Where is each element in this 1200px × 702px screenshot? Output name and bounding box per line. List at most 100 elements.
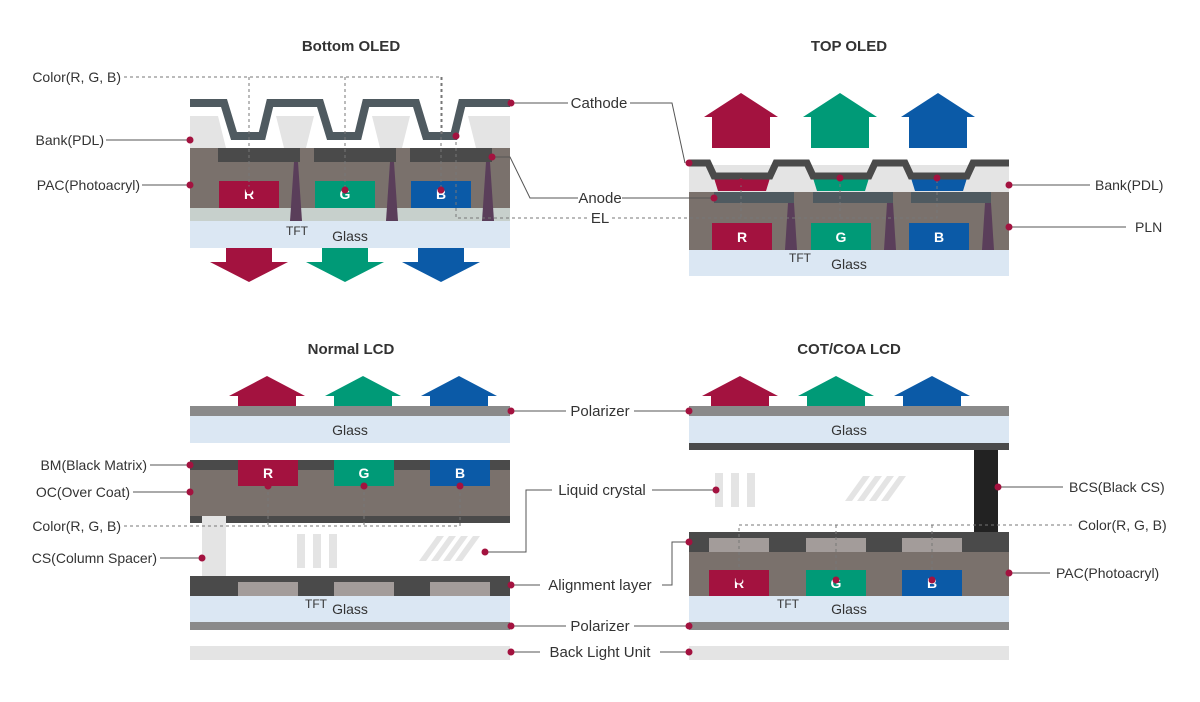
label-liquid-crystal: Liquid crystal: [558, 482, 646, 499]
label-bank-pdl-top-oled: Bank(PDL): [1095, 177, 1163, 193]
callout-leader-line: [662, 541, 689, 586]
pixel-electrode: [709, 538, 769, 552]
tft-label: TFT: [305, 597, 328, 611]
callout-dot: [507, 407, 515, 415]
column-spacer: [202, 516, 226, 576]
callout-dot: [186, 181, 194, 189]
label-black-matrix: BM(Black Matrix): [40, 457, 147, 473]
back-light-unit: [689, 646, 1009, 660]
emission-arrow-green: [325, 376, 401, 406]
callout-dot: [710, 194, 718, 202]
callout-dot: [685, 622, 693, 630]
callout-dot: [507, 648, 515, 656]
el-blue: [911, 178, 967, 191]
alignment-layer-top: [190, 516, 510, 523]
black-column-spacer: [974, 450, 998, 532]
color-filter-blue: [909, 223, 969, 250]
emission-arrow-red: [210, 248, 288, 282]
pixel-electrode: [334, 582, 394, 596]
color-filter-green: [811, 223, 871, 250]
label-pac-cot-lcd: PAC(Photoacryl): [1056, 565, 1159, 581]
bank-layer: [276, 116, 314, 148]
callout-leader-line: [124, 76, 443, 136]
label-color-rgb-bottom-oled: Color(R, G, B): [32, 69, 121, 85]
callout-dot: [836, 174, 844, 182]
el-green: [813, 178, 869, 191]
callout-dot: [712, 486, 720, 494]
callout-leader-line: [630, 102, 686, 164]
cathode-line: [190, 99, 510, 140]
callout-leader-line: [612, 178, 938, 219]
label-polarizer-bottom: Polarizer: [570, 618, 629, 635]
callout-dot: [685, 648, 693, 656]
anode-strip: [714, 192, 794, 203]
label-anode: Anode: [578, 190, 621, 207]
el-thin-layer: [190, 208, 510, 221]
callout-dot: [685, 159, 693, 167]
liquid-crystal-tilted: [443, 536, 468, 561]
anode-strip: [813, 192, 893, 203]
label-back-light-unit: Back Light Unit: [550, 644, 652, 661]
label-b: B: [436, 186, 446, 202]
glass-layer: [190, 596, 510, 622]
color-filter-red: [712, 223, 772, 250]
label-color-rgb-cot-lcd: Color(R, G, B): [1078, 517, 1167, 533]
callout-leader-line: [455, 136, 588, 219]
callout-dot: [737, 178, 745, 186]
liquid-crystal: [329, 534, 337, 568]
callout-dot: [437, 186, 445, 194]
callout-leader-line: [124, 486, 461, 527]
emission-arrow-blue: [901, 93, 975, 148]
cot-lcd-panel: COT/COA LCD Glass R G B Glass TFT: [689, 341, 1009, 660]
callout-dot: [507, 581, 515, 589]
tft-via: [386, 162, 398, 221]
callout-dot: [186, 461, 194, 469]
callout-dot: [832, 576, 840, 584]
pixel-electrode: [430, 582, 490, 596]
callout-dot: [507, 99, 515, 107]
emission-arrow-green: [306, 248, 384, 282]
tft-via: [982, 203, 994, 250]
tft-label: TFT: [777, 597, 800, 611]
color-filter-green: [334, 460, 394, 486]
callout-dot: [186, 488, 194, 496]
tft-via: [884, 203, 896, 250]
glass-layer: [190, 221, 510, 248]
callout-dot: [245, 186, 253, 194]
alignment-layer-top: [689, 443, 1009, 450]
label-r: R: [737, 229, 747, 245]
liquid-crystal-tilted: [881, 476, 906, 501]
glass-layer: [689, 596, 1009, 622]
label-cathode: Cathode: [571, 95, 628, 112]
label-r: R: [244, 186, 254, 202]
bank-layer: [468, 116, 510, 148]
top-oled-title: TOP OLED: [811, 38, 887, 55]
emission-arrow-blue: [894, 376, 970, 406]
callout-leader-line: [738, 524, 1072, 570]
emission-arrow-red: [704, 93, 778, 148]
anode-strip: [911, 192, 991, 203]
tft-label: TFT: [286, 224, 309, 238]
tft-via: [290, 162, 302, 221]
label-over-coat: OC(Over Coat): [36, 484, 130, 500]
glass-label: Glass: [831, 422, 867, 438]
polarizer-layer: [689, 622, 1009, 630]
liquid-crystal-tilted: [869, 476, 894, 501]
glass-label: Glass: [831, 601, 867, 617]
label-color-rgb-normal-lcd: Color(R, G, B): [32, 518, 121, 534]
callout-dot: [685, 407, 693, 415]
callout-dot: [360, 482, 368, 490]
liquid-crystal: [297, 534, 305, 568]
glass-label: Glass: [332, 228, 368, 244]
callout-leader-line: [485, 489, 552, 553]
bank-layer: [190, 116, 226, 148]
top-oled-panel: TOP OLED R G B Glass TFT: [689, 38, 1009, 276]
anode-strip: [314, 148, 396, 162]
liquid-crystal-tilted: [455, 536, 480, 561]
glass-label: Glass: [332, 422, 368, 438]
polarizer-layer: [689, 406, 1009, 416]
callout-leader-line: [492, 156, 578, 199]
liquid-crystal: [731, 473, 739, 507]
label-pln: PLN: [1135, 219, 1162, 235]
pixel-electrode: [238, 582, 298, 596]
